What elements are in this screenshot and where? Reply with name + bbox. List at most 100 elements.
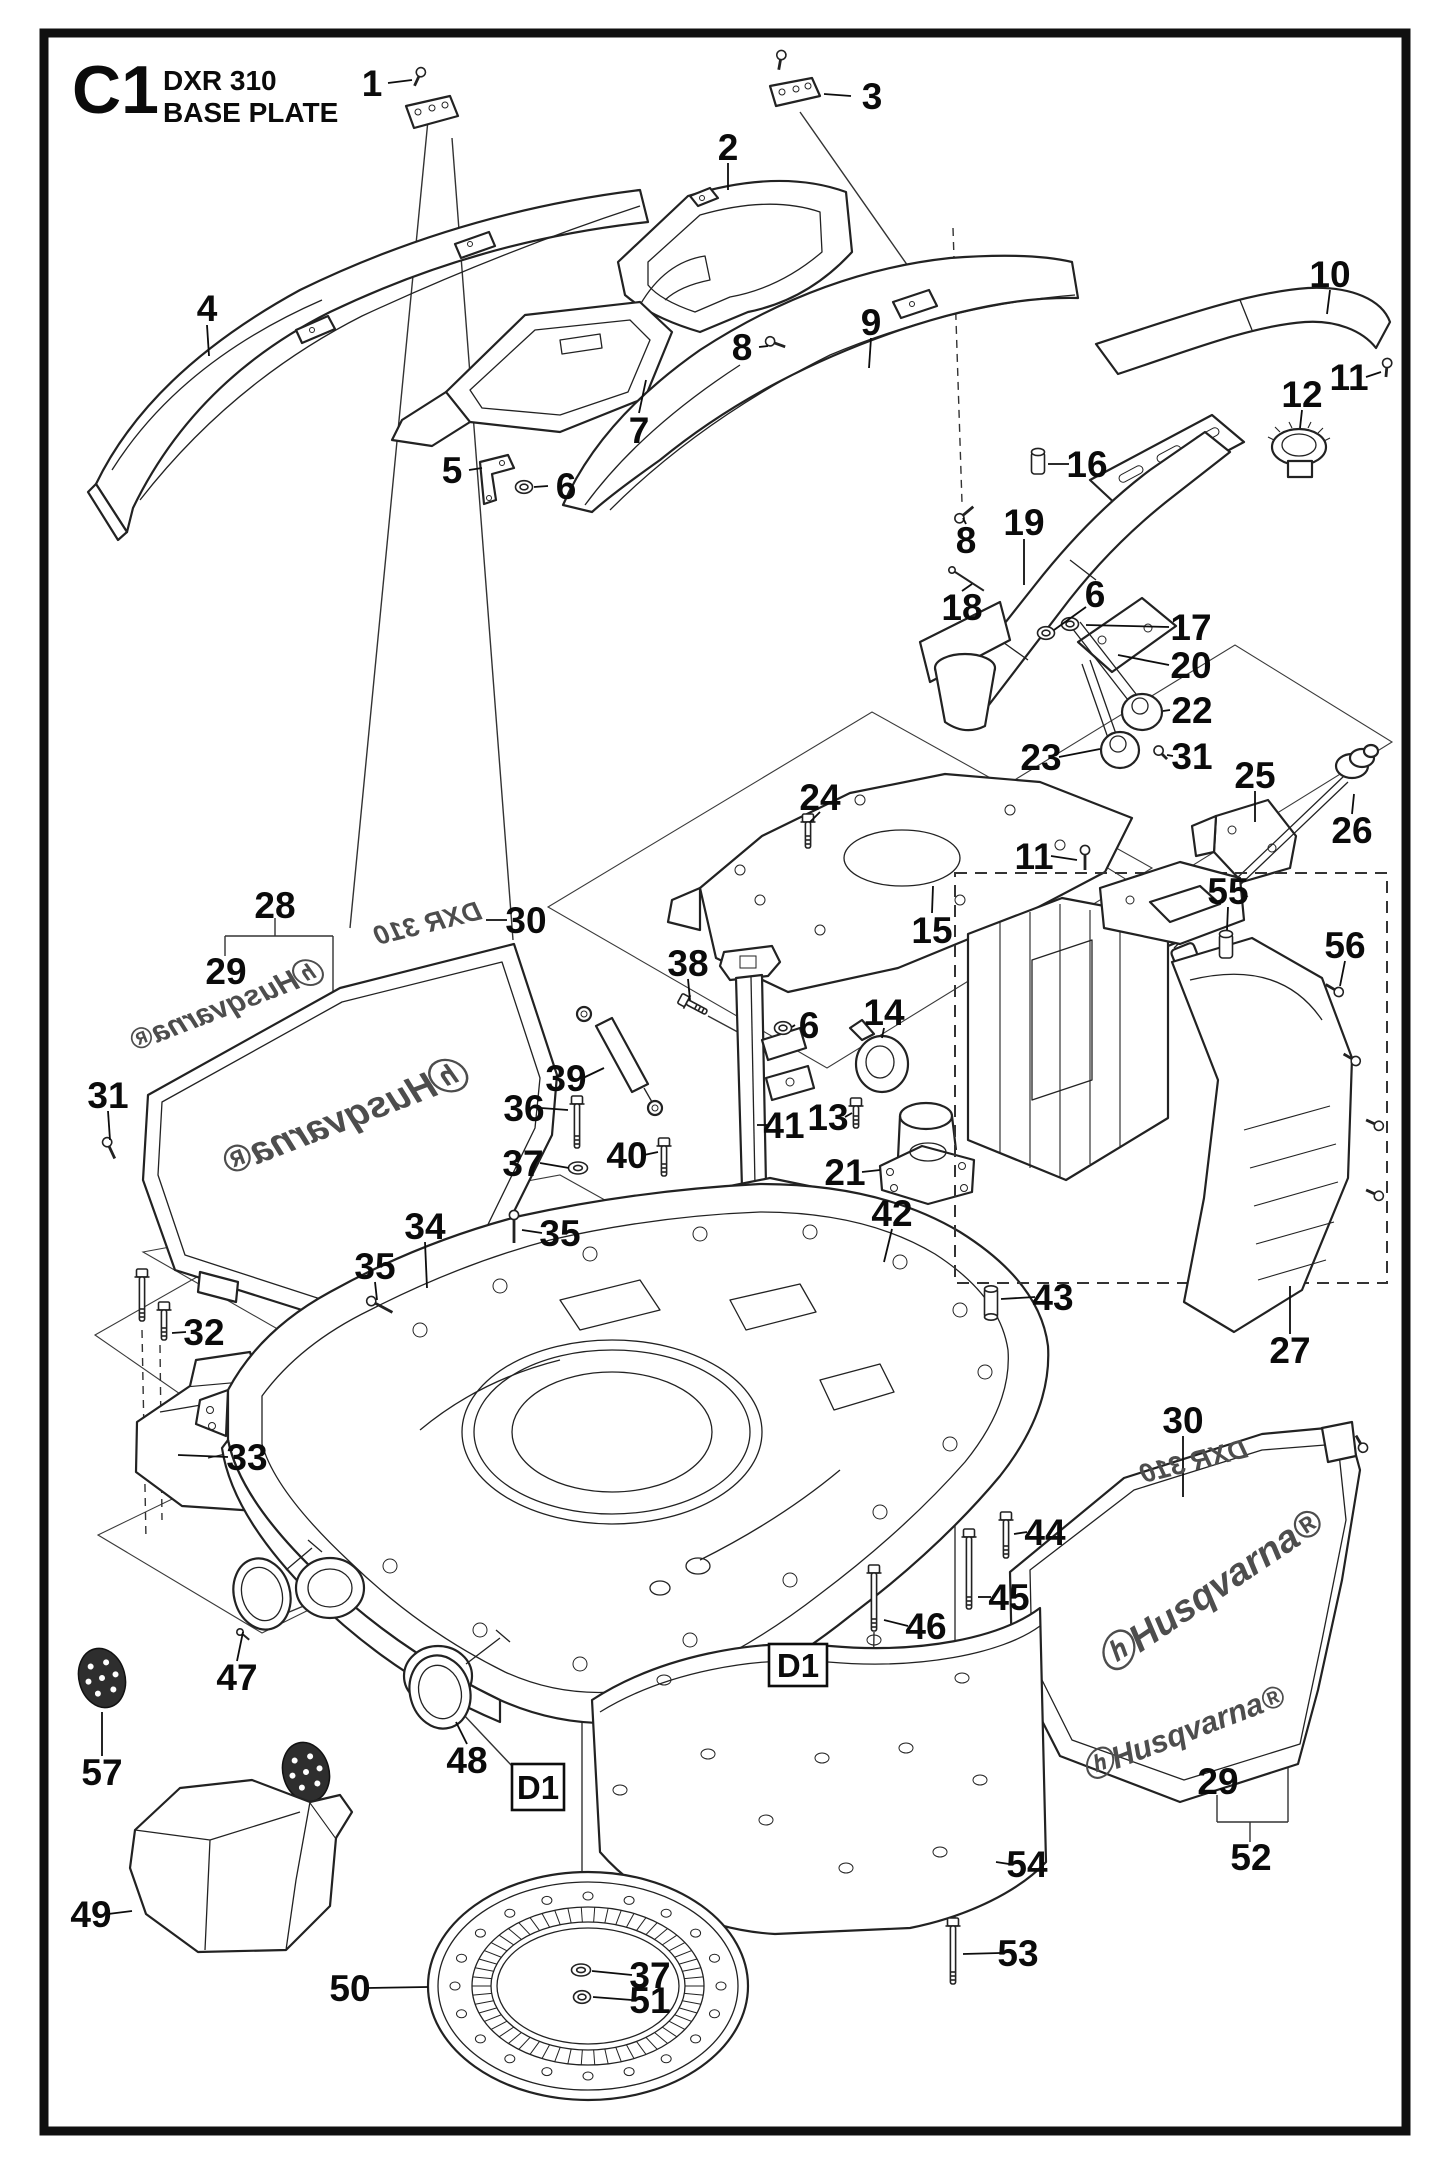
gear-tooth xyxy=(645,2036,658,2050)
callout-number: 10 xyxy=(1309,254,1350,295)
gear-tooth xyxy=(674,2014,692,2022)
part-50-slewing-ring xyxy=(426,1870,750,2102)
gear-tooth xyxy=(593,1907,596,1923)
gear-tooth xyxy=(580,2049,583,2065)
leader-line xyxy=(995,1861,1010,1865)
plug-icon xyxy=(1218,929,1234,959)
title-block: C1 DXR 310 BASE PLATE xyxy=(72,52,338,128)
leader-line xyxy=(868,337,872,369)
gear-tooth xyxy=(567,1908,572,1924)
gear-tooth xyxy=(472,1992,492,1996)
leader-line xyxy=(883,1228,893,1263)
callout-number: 55 xyxy=(1207,871,1248,912)
callout-29: 29 xyxy=(1197,1761,1238,1802)
callout-55: 55 xyxy=(1207,871,1249,931)
gear-tooth xyxy=(615,2047,622,2062)
leader-line xyxy=(861,1169,881,1173)
screw-icon xyxy=(1342,1052,1362,1067)
gear-tooth xyxy=(682,2000,701,2005)
callout-number: 1 xyxy=(362,63,383,104)
bolt-icon xyxy=(134,1268,150,1322)
callout-41: 41 xyxy=(757,1105,805,1146)
callout-number: 23 xyxy=(1020,737,1061,778)
part-19-arm xyxy=(918,413,1246,732)
gear-tooth xyxy=(541,1913,551,1928)
bolt-icon xyxy=(156,1301,172,1341)
screw-icon xyxy=(775,49,787,71)
bolt-hole xyxy=(690,2034,702,2044)
screw-icon xyxy=(508,1209,520,1243)
callout-number: 29 xyxy=(1197,1761,1238,1802)
callout-43: 43 xyxy=(1000,1277,1074,1318)
callout-30: 30 xyxy=(486,900,547,941)
leader-line xyxy=(1299,409,1303,429)
callout-number: 32 xyxy=(183,1312,224,1353)
callout-number: 6 xyxy=(1085,574,1106,615)
callout-16: 16 xyxy=(1048,444,1108,485)
leader-line xyxy=(844,1112,853,1118)
part-21-bushing xyxy=(878,1101,976,1206)
leader-line xyxy=(107,1910,133,1915)
gear-tooth xyxy=(498,1934,514,1946)
part-48-grommet xyxy=(408,1654,472,1730)
callout-number: 46 xyxy=(905,1606,946,1647)
callout-number: 49 xyxy=(70,1894,111,1935)
bolt-hole xyxy=(449,1981,461,1991)
callout-number: 35 xyxy=(539,1213,580,1254)
part-49-cover xyxy=(128,1778,354,1954)
callout-number: 53 xyxy=(997,1933,1038,1974)
callout-15: 15 xyxy=(911,885,953,951)
gear-tooth xyxy=(508,2032,522,2044)
callout-number: 21 xyxy=(824,1152,865,1193)
callout-8: 8 xyxy=(956,517,977,561)
part-30-right-cover xyxy=(1008,1420,1362,1804)
leader-line xyxy=(592,1996,633,2001)
screw-icon xyxy=(1325,983,1345,998)
callout-number: 54 xyxy=(1006,1844,1048,1885)
leader-line xyxy=(1365,371,1382,378)
bolt-hole xyxy=(541,2067,553,2077)
leader-line xyxy=(791,1024,796,1028)
gear-tooth xyxy=(615,1910,622,1925)
exploded-plane xyxy=(546,711,1154,1069)
gear-tooth xyxy=(490,2020,508,2030)
callout-number: 8 xyxy=(956,520,977,561)
part-47-stem xyxy=(285,1539,323,1571)
part-57-pad xyxy=(77,1647,127,1709)
callout-34: 34 xyxy=(404,1206,446,1289)
callout-51: 51 xyxy=(592,1980,671,2021)
gear-tooth xyxy=(484,2014,502,2022)
callout-number: 5 xyxy=(442,450,463,491)
callout-5: 5 xyxy=(442,450,483,491)
callout-number: 7 xyxy=(629,410,650,451)
leader-line xyxy=(881,1027,885,1039)
callout-36: 36 xyxy=(503,1088,569,1129)
callout-37: 37 xyxy=(591,1955,671,1996)
callout-number: 39 xyxy=(545,1058,586,1099)
part-12-cap xyxy=(1267,421,1331,479)
bolt-hole xyxy=(708,2009,720,2019)
callout-37: 37 xyxy=(502,1143,570,1184)
callout-9: 9 xyxy=(861,302,881,369)
leader-line xyxy=(638,379,647,414)
leader-line xyxy=(687,978,691,1001)
callout-1: 1 xyxy=(362,63,413,104)
callout-number: 52 xyxy=(1230,1837,1271,1878)
leader-line xyxy=(1058,748,1101,758)
callout-31: 31 xyxy=(1166,736,1213,777)
callout-number: 16 xyxy=(1066,444,1107,485)
callout-53: 53 xyxy=(962,1933,1039,1974)
callout-number: 31 xyxy=(87,1075,128,1116)
callout-32: 32 xyxy=(171,1312,225,1353)
bracket-item-3 xyxy=(768,76,822,108)
callout-6: 6 xyxy=(1053,574,1106,631)
callout-44: 44 xyxy=(1013,1512,1066,1553)
callout-number: 50 xyxy=(329,1968,370,2009)
part-9-cover xyxy=(561,254,1080,514)
bolt-icon xyxy=(656,1137,672,1177)
bolt-hole xyxy=(582,2071,594,2081)
leader-line xyxy=(823,93,852,97)
part-57-pad-2 xyxy=(281,1741,331,1803)
